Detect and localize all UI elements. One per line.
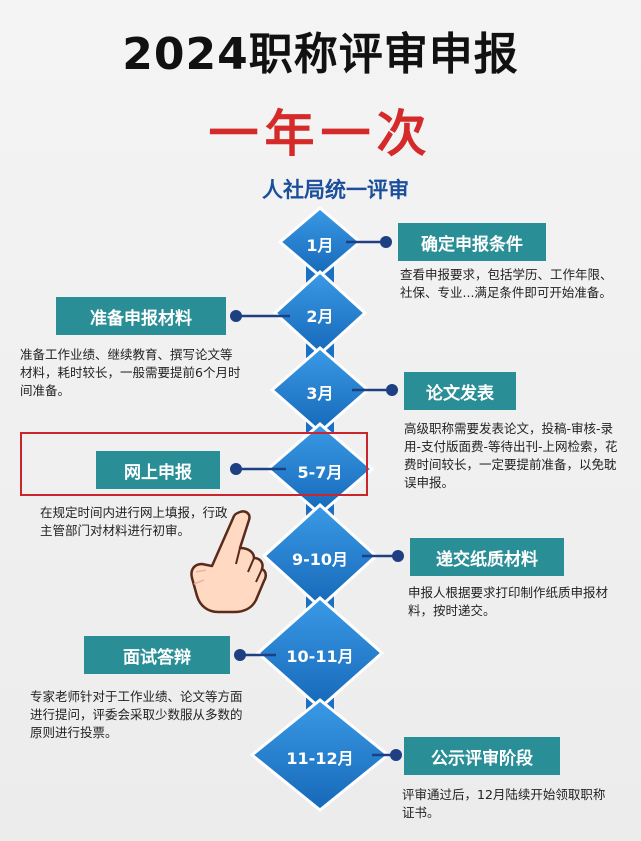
step-3-label: 论文发表	[404, 372, 516, 410]
step-7-desc: 评审通过后，12月陆续开始领取职称证书。	[402, 787, 606, 820]
step-3-month: 3月	[306, 384, 334, 403]
step-2-desc: 准备工作业绩、继续教育、撰写论文等材料，耗时较长，一般需要提前6个月时间准备。	[20, 347, 241, 398]
step-4-desc: 在规定时间内进行网上填报，行政主管部门对材料进行初审。	[40, 505, 228, 538]
step-4-label: 网上申报	[96, 451, 220, 489]
step-6-desc: 专家老师针对于工作业绩、论文等方面进行提问，评委会采取少数服从多数的原则进行投票…	[30, 689, 243, 740]
page-subtitle: 一年一次	[208, 105, 433, 163]
step-1-month: 1月	[306, 236, 334, 255]
step-5-month: 9-10月	[291, 550, 349, 569]
step-5-desc: 申报人根据要求打印制作纸质申报材料，按时递交。	[408, 585, 609, 618]
step-5-label: 递交纸质材料	[410, 538, 564, 576]
page-title: 2024职称评审申报	[122, 29, 519, 80]
step-6-month: 10-11月	[286, 647, 354, 666]
step-7-diamond	[249, 698, 391, 812]
step-1-desc: 查看申报要求，包括学历、工作年限、社保、专业...满足条件即可开始准备。	[400, 267, 613, 300]
step-7-month: 11-12月	[286, 749, 354, 768]
step-7-label: 公示评审阶段	[404, 737, 560, 775]
step-2-label: 准备申报材料	[56, 297, 226, 335]
pointing-hand-icon	[190, 510, 267, 614]
step-2-month: 2月	[306, 307, 334, 326]
tagline: 人社局统一评审	[262, 178, 409, 202]
step-6-label: 面试答辩	[84, 636, 230, 674]
highlight-box	[20, 432, 368, 496]
step-4-month: 5-7月	[297, 463, 343, 482]
step-3-desc: 高级职称需要发表论文，投稿-审核-录用-支付版面费-等待出刊-上网检索，花费时间…	[404, 421, 618, 490]
step-1-label: 确定申报条件	[398, 223, 546, 261]
